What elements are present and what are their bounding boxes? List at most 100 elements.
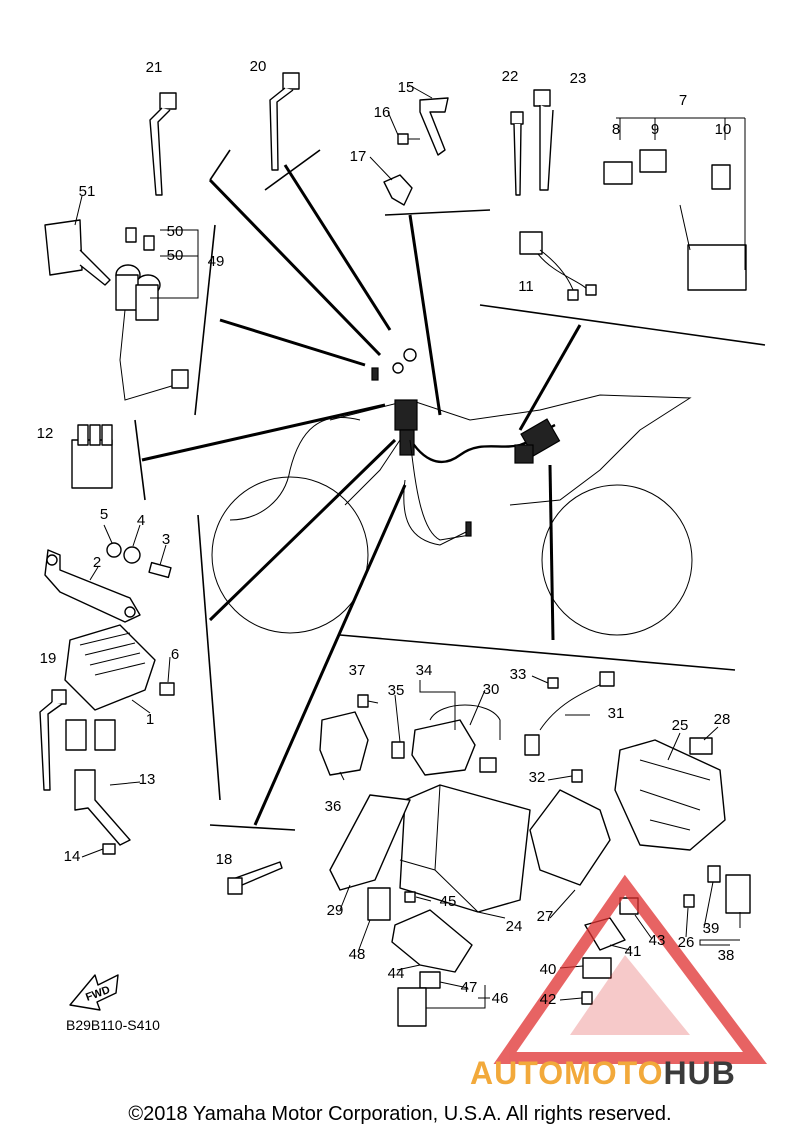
part-51-cover — [44, 219, 111, 286]
callout-43: 43 — [649, 932, 666, 949]
callout-50: 50 — [167, 223, 184, 240]
part-3-bolt — [148, 561, 172, 579]
part-35-holder — [391, 741, 405, 759]
callout-3: 3 — [162, 531, 170, 548]
watermark-part2: HUB — [663, 1055, 736, 1091]
callout-48: 48 — [349, 946, 366, 963]
fwd-arrow-icon: FWD — [69, 974, 119, 1011]
part-37-screw — [357, 694, 369, 708]
callout-4: 4 — [137, 512, 145, 529]
part-40-fuse-holder — [582, 957, 612, 979]
callout-45: 45 — [440, 893, 457, 910]
wire-harness-7 — [371, 348, 561, 541]
part-27-battery-cover — [529, 789, 611, 886]
callout-11: 11 — [518, 278, 534, 295]
part-2-stay — [44, 549, 141, 623]
callout-6: 6 — [171, 646, 179, 663]
part-15-bracket — [419, 97, 449, 156]
callout-5: 5 — [100, 506, 108, 523]
callout-32: 32 — [529, 769, 546, 786]
callout-42: 42 — [540, 991, 557, 1008]
part-33-bolt — [547, 677, 559, 689]
part-25-battery-box — [614, 739, 726, 851]
callout-35: 35 — [388, 682, 405, 699]
part-13-bracket — [74, 769, 131, 846]
part-16-screw — [397, 133, 420, 145]
part-26-bolt — [683, 894, 695, 908]
part-19-cable-tie — [39, 689, 67, 791]
callout-37: 37 — [349, 662, 366, 679]
callout-22: 22 — [502, 68, 519, 85]
part-31-lead — [524, 671, 615, 756]
watermark-part1: AUTOMOTO — [470, 1055, 664, 1091]
part-14-screw — [102, 843, 116, 855]
group-brackets — [134, 149, 766, 831]
part-8-fuse — [603, 161, 633, 185]
callout-13: 13 — [139, 771, 156, 788]
part-21-cable-tie — [149, 92, 177, 196]
part-4-grommet — [123, 546, 141, 564]
part-1-rectifier — [64, 624, 156, 751]
callout-34: 34 — [416, 662, 433, 679]
part-29-battery-band — [329, 794, 411, 891]
callout-29: 29 — [327, 902, 344, 919]
callout-46: 46 — [492, 990, 509, 1007]
callout-31: 31 — [608, 705, 625, 722]
callout-38: 38 — [718, 947, 735, 964]
part-7-fuse-box — [679, 204, 747, 291]
part-42-screw — [581, 991, 593, 1005]
callout-15: 15 — [398, 79, 415, 96]
callout-44: 44 — [388, 965, 405, 982]
callout-14: 14 — [64, 848, 81, 865]
motorcycle-outline — [211, 394, 693, 636]
part-49-socket-assembly — [115, 264, 189, 401]
callout-26: 26 — [678, 934, 695, 951]
callout-17: 17 — [350, 148, 367, 165]
callout-24: 24 — [506, 918, 523, 935]
part-28-damper — [689, 737, 713, 755]
callout-2: 2 — [93, 554, 101, 571]
part-32-bolt — [571, 769, 583, 783]
part-23-cable-tie — [533, 89, 554, 191]
callout-21: 21 — [146, 59, 163, 76]
part-5-collar — [106, 542, 122, 558]
callout-27: 27 — [537, 908, 554, 925]
part-47-fuse — [419, 971, 441, 989]
part-39-cover — [707, 865, 721, 883]
part-45-bolt — [404, 891, 416, 903]
part-50-bulbs — [125, 227, 155, 251]
part-36-relay — [319, 711, 369, 776]
callout-40: 40 — [540, 961, 557, 978]
callout-36: 36 — [325, 798, 342, 815]
callout-30: 30 — [483, 681, 500, 698]
callout-41: 41 — [625, 943, 642, 960]
callout-50-second: 50 — [167, 247, 184, 264]
part-17-clamp — [383, 174, 413, 206]
callout-51: 51 — [79, 183, 96, 200]
part-12-connector — [71, 424, 113, 489]
callout-39: 39 — [703, 920, 720, 937]
part-48-connector — [367, 887, 391, 921]
part-44-bracket — [391, 909, 473, 973]
part-18-cable-tie — [227, 861, 283, 895]
callout-19: 19 — [40, 650, 57, 667]
part-22-cable-tie — [510, 111, 524, 196]
callout-16: 16 — [374, 104, 391, 121]
watermark-text: AUTOMOTOHUB — [470, 1055, 736, 1092]
callout-33: 33 — [510, 666, 527, 683]
diagram-reference-code: B29B110-S410 — [66, 1017, 160, 1033]
label-leaders — [74, 84, 741, 1009]
callout-8: 8 — [612, 121, 620, 138]
part-11-sub-harness — [519, 231, 597, 301]
callout-47: 47 — [461, 979, 478, 996]
copyright-notice: ©2018 Yamaha Motor Corporation, U.S.A. A… — [128, 1103, 672, 1125]
part-46-fuse-box — [397, 987, 427, 1027]
callout-9: 9 — [651, 121, 659, 138]
part-9-fuse — [639, 149, 667, 173]
callout-12: 12 — [37, 425, 54, 442]
callout-20: 20 — [250, 58, 267, 75]
callout-25: 25 — [672, 717, 689, 734]
part-10-fuse — [711, 164, 731, 190]
